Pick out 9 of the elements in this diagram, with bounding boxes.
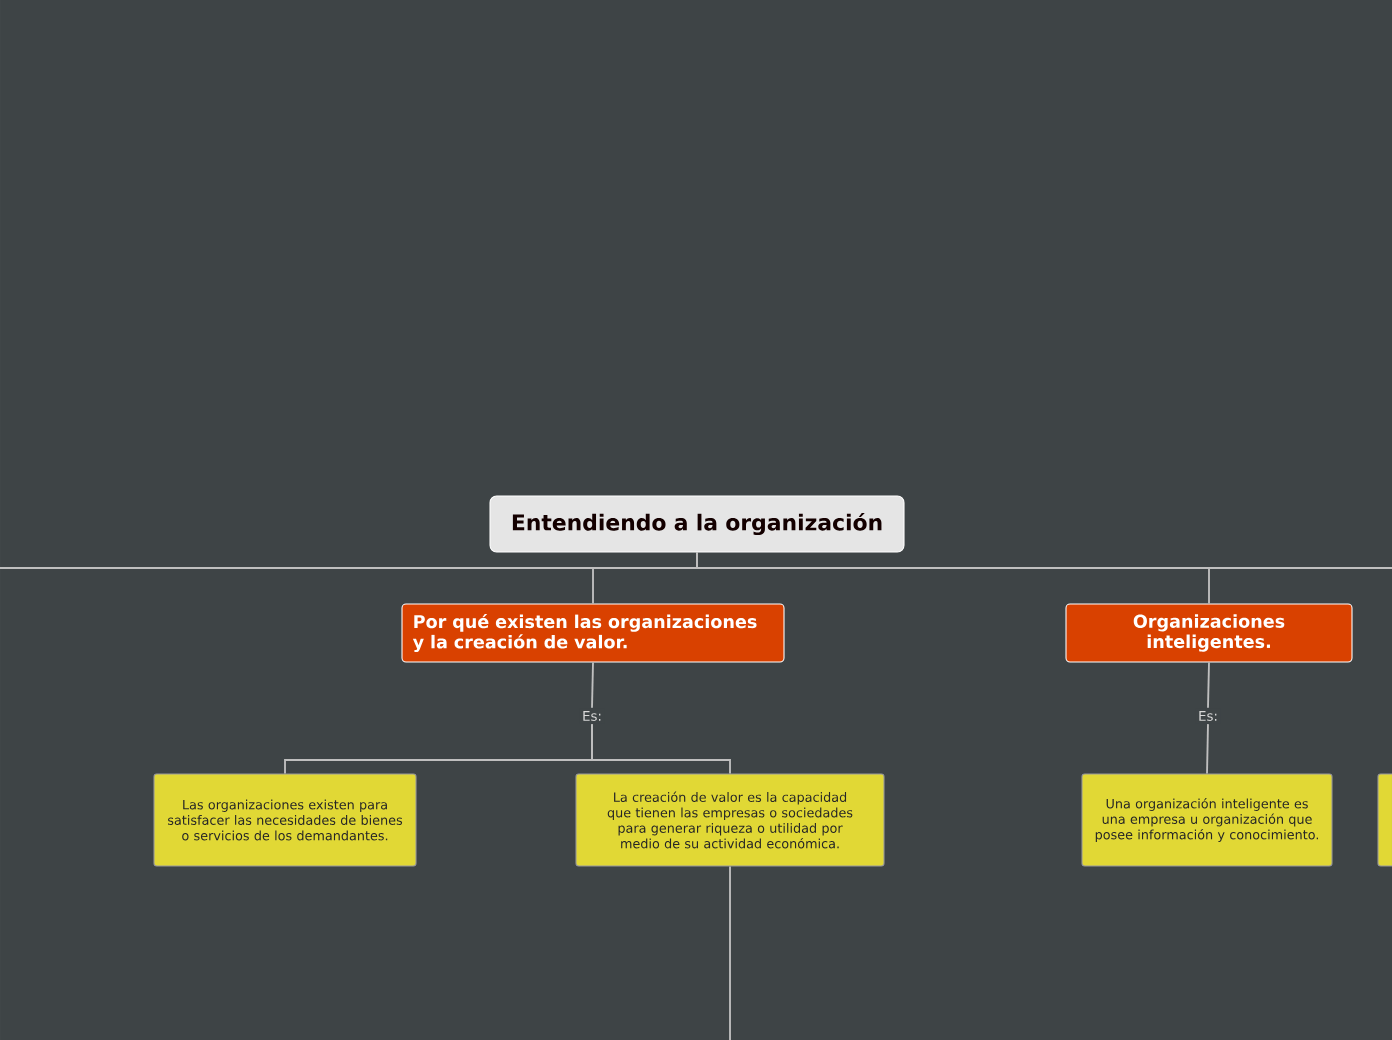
connector-line (1207, 661, 1210, 709)
connector-line (591, 723, 731, 775)
connector-line (729, 865, 731, 1040)
topic-box: Organizaciones inteligentes. (1065, 603, 1353, 663)
topic-box: Por qué existen las organizaciones y la creación de valor. (401, 603, 785, 663)
connector-line (591, 661, 594, 709)
root-topic-box: Entendiendo a la organización (489, 495, 905, 553)
note-box (1377, 773, 1392, 867)
connector-line (1206, 723, 1209, 775)
